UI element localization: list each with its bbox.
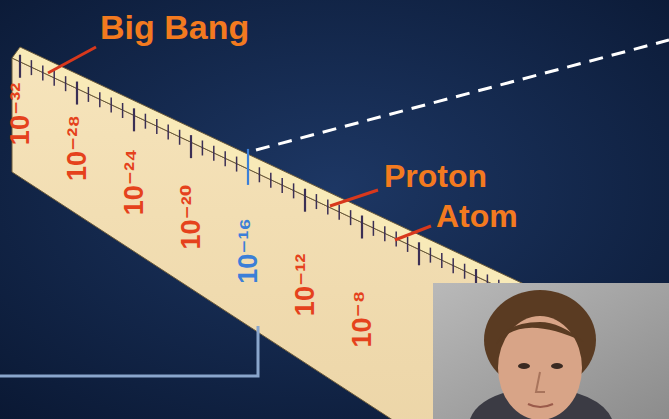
ruler-tick — [270, 173, 272, 188]
ruler-tick — [464, 264, 466, 279]
ruler-tick — [247, 149, 249, 185]
eye — [551, 363, 563, 369]
leader-line — [48, 47, 96, 73]
ruler-tick — [441, 253, 443, 268]
ruler-tick — [156, 119, 158, 134]
ruler-tick — [133, 108, 135, 131]
ruler-tick — [19, 55, 21, 78]
callout-label: Proton — [384, 160, 487, 192]
ruler-tick — [327, 199, 329, 214]
callout-label: Atom — [436, 200, 518, 232]
ruler-tick — [281, 178, 283, 193]
scale-label: 10⁻¹² — [292, 254, 319, 316]
scale-label: 10⁻¹⁶ — [235, 218, 262, 284]
ruler-tick — [31, 60, 33, 75]
ruler-tick — [110, 98, 112, 113]
ruler-tick — [236, 157, 238, 172]
portrait-photo — [433, 283, 669, 419]
ruler-tick — [384, 226, 386, 241]
callout-label: Big Bang — [100, 10, 249, 44]
ruler-tick — [293, 183, 295, 198]
ruler-tick — [430, 248, 432, 263]
photo-frame — [433, 283, 669, 419]
ruler-tick — [53, 71, 55, 86]
leader-line — [395, 226, 431, 240]
ruler-tick — [418, 242, 420, 265]
mouth — [528, 404, 553, 407]
ruler-tick — [179, 130, 181, 145]
ruler-tick — [65, 76, 67, 91]
ruler-tick — [122, 103, 124, 118]
ruler-tick — [42, 65, 44, 80]
ruler-tick — [350, 210, 352, 225]
dashed-pointer — [256, 40, 669, 150]
ruler-tick — [373, 221, 375, 236]
ruler-tick — [224, 151, 226, 166]
ruler-tick — [316, 194, 318, 209]
ruler-tick — [190, 135, 192, 158]
leader-line — [330, 190, 378, 206]
ruler-tick — [202, 140, 204, 155]
scale-label: 10⁻²⁰ — [178, 184, 205, 249]
ruler-tick — [407, 237, 409, 252]
scale-label: 10⁻²⁴ — [121, 149, 148, 216]
ruler-tick — [76, 82, 78, 105]
nose — [536, 372, 545, 392]
fringe — [496, 322, 584, 345]
ruler-tick — [338, 205, 340, 220]
ruler-tick — [99, 92, 101, 107]
ruler-tick — [259, 167, 261, 182]
ruler-tick — [452, 258, 454, 273]
scale-label: 10⁻³² — [7, 83, 34, 145]
ruler-tick — [361, 216, 363, 239]
ruler-front-face — [12, 58, 669, 419]
ruler-tick — [167, 124, 169, 139]
ruler-tick — [213, 146, 215, 161]
scale-label: 10⁻²⁸ — [64, 115, 91, 181]
ruler-tick — [88, 87, 90, 102]
scale-label: 10⁻⁸ — [349, 291, 376, 348]
ruler-tick — [145, 114, 147, 129]
bracket-line — [0, 326, 258, 376]
eye — [518, 363, 530, 369]
ruler-tick — [304, 189, 306, 212]
